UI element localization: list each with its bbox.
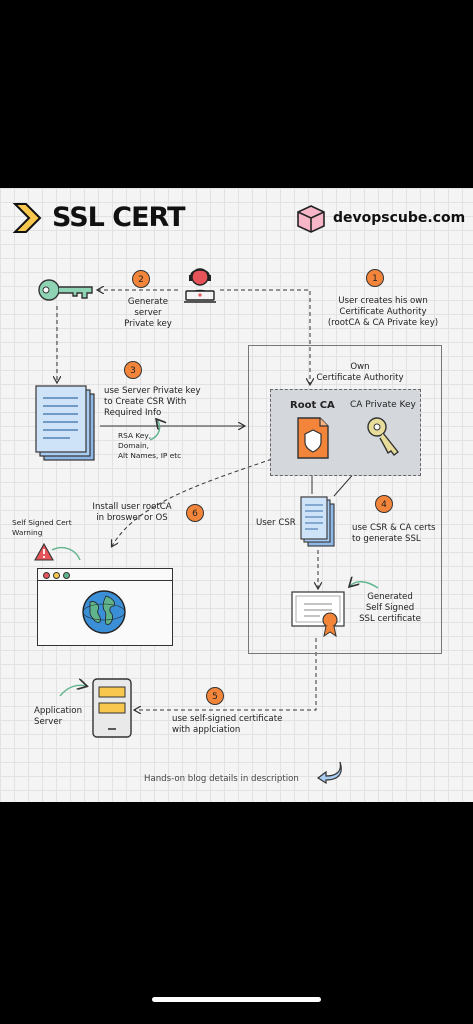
self-signed-warning-label: Self Signed Cert Warning bbox=[12, 518, 72, 538]
step-6-badge: 6 bbox=[186, 504, 204, 522]
step-1-badge: 1 bbox=[366, 269, 384, 287]
ssl-cert-infographic: SSL CERT devopscube.com bbox=[0, 188, 473, 802]
step-1-line: (rootCA & CA Private key) bbox=[327, 318, 439, 328]
warning-label-line: Self Signed Cert bbox=[12, 518, 72, 527]
home-indicator[interactable] bbox=[152, 997, 321, 1002]
step-2-line: Private key bbox=[124, 319, 172, 329]
generated-cert-line: Self Signed bbox=[365, 603, 415, 613]
cube-icon bbox=[297, 205, 325, 233]
key-icon bbox=[38, 279, 93, 301]
generated-cert-label: Generated Self Signed SSL certificate bbox=[350, 592, 430, 625]
root-ca-label: Root CA bbox=[290, 400, 335, 411]
step-2-badge: 2 bbox=[132, 270, 150, 288]
own-ca-label-line: Certificate Authority bbox=[316, 373, 404, 383]
step-3-line: use Server Private key bbox=[104, 386, 201, 396]
step-3-text: use Server Private key to Create CSR Wit… bbox=[104, 386, 201, 419]
step-5-line: with applciation bbox=[172, 725, 241, 735]
developer-icon bbox=[184, 268, 216, 303]
ca-key-icon bbox=[367, 417, 399, 456]
step-4-line: use CSR & CA certs bbox=[352, 523, 436, 533]
application-server-label: Application Server bbox=[34, 706, 82, 728]
step-6-line: in broswer or OS bbox=[96, 513, 168, 523]
step-5-line: use self-signed certificate bbox=[172, 714, 283, 724]
browser-dot-green bbox=[63, 572, 70, 579]
browser-dot-yellow bbox=[53, 572, 60, 579]
own-ca-label-line: Own bbox=[350, 362, 370, 372]
step-4-text: use CSR & CA certs to generate SSL bbox=[352, 523, 436, 545]
step-2-line: Generate bbox=[127, 297, 169, 307]
step-5-badge: 5 bbox=[206, 687, 224, 705]
own-ca-label: Own Certificate Authority bbox=[300, 362, 420, 384]
return-arrow-icon bbox=[316, 761, 342, 784]
user-csr-label: User CSR bbox=[256, 518, 296, 528]
document-stack-icon bbox=[35, 385, 95, 461]
warning-icon bbox=[34, 543, 54, 561]
generated-cert-line: Generated bbox=[367, 592, 413, 602]
generated-cert-line: SSL certificate bbox=[359, 614, 421, 624]
brand-name: devopscube.com bbox=[333, 210, 466, 226]
app-server-line: Server bbox=[34, 717, 63, 727]
csr-document-icon bbox=[300, 496, 335, 547]
browser-dot-red bbox=[43, 572, 50, 579]
csr-info-line: Domain, bbox=[118, 441, 150, 450]
ca-private-key-label: CA Private Key bbox=[350, 400, 416, 410]
step-5-text: use self-signed certificate with applcia… bbox=[172, 714, 282, 736]
footer-note: Hands-on blog details in description bbox=[144, 774, 299, 784]
step-1-line: User creates his own bbox=[338, 296, 428, 306]
server-phone-icon bbox=[92, 678, 132, 738]
step-4-line: to generate SSL bbox=[352, 534, 421, 544]
app-server-line: Application bbox=[34, 706, 83, 716]
csr-info: RSA Key, Domain, Alt Names, IP etc bbox=[118, 431, 181, 461]
step-3-badge: 3 bbox=[124, 361, 142, 379]
step-2-line: server bbox=[134, 308, 162, 318]
step-1-line: Certificate Authority bbox=[339, 307, 427, 317]
root-ca-box bbox=[270, 389, 421, 476]
step-3-line: to Create CSR With bbox=[104, 397, 187, 407]
browser-toolbar bbox=[38, 569, 172, 581]
page-title: SSL CERT bbox=[52, 202, 186, 233]
own-ca-container bbox=[248, 345, 442, 654]
step-3-line: Required Info bbox=[104, 408, 162, 418]
root-ca-document-icon bbox=[297, 417, 329, 459]
step-4-badge: 4 bbox=[375, 495, 393, 513]
step-6-text: Install user rootCA in broswer or OS bbox=[80, 502, 184, 524]
csr-info-line: Alt Names, IP etc bbox=[118, 451, 182, 460]
step-1-text: User creates his own Certificate Authori… bbox=[318, 296, 448, 329]
csr-info-line: RSA Key, bbox=[118, 431, 152, 440]
step-2-text: Generate server Private key bbox=[112, 297, 184, 330]
chevron-logo-icon bbox=[12, 203, 42, 233]
certificate-icon bbox=[291, 591, 345, 638]
step-6-line: Install user rootCA bbox=[92, 502, 172, 512]
globe-icon bbox=[82, 590, 126, 634]
warning-label-line: Warning bbox=[12, 528, 43, 537]
